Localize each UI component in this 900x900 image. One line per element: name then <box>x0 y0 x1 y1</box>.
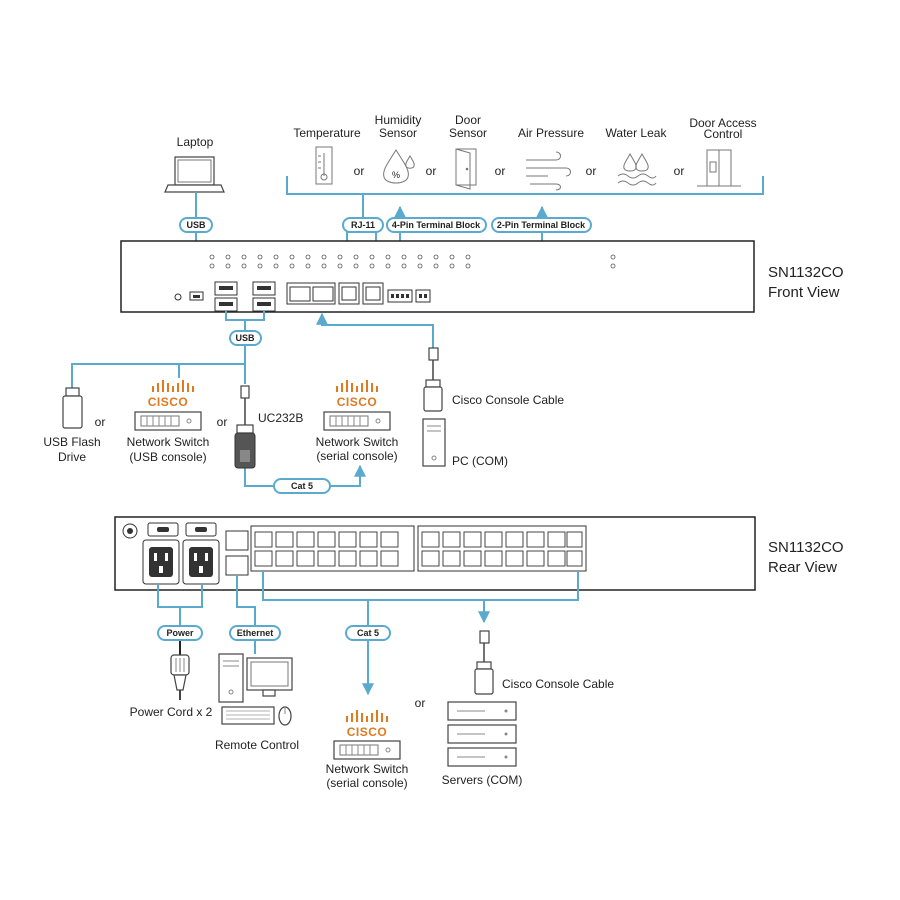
power-cord-icon <box>170 654 190 700</box>
front-bottom-wiring <box>71 311 434 487</box>
thermometer-icon <box>315 146 333 185</box>
power-cord-label: Power Cord x 2 <box>130 705 213 719</box>
pill-cat5-front: Cat 5 <box>273 478 331 494</box>
svg-text:Cat 5: Cat 5 <box>291 481 313 491</box>
cisco-cable-label: Cisco Console Cable <box>452 393 564 407</box>
switch-usb-label-line1: Network Switch <box>127 435 210 449</box>
switch-serial-label-line2: (serial console) <box>316 449 397 463</box>
water-leak-label: Water Leak <box>606 126 668 140</box>
temperature-label: Temperature <box>293 126 361 140</box>
svg-text:2-Pin Terminal Block: 2-Pin Terminal Block <box>497 220 586 230</box>
usb-flash-drive-icon <box>62 387 83 429</box>
uc232b-adapter-icon <box>234 385 256 469</box>
power-led <box>174 293 182 301</box>
pill-4-pin-terminal-block: 4-Pin Terminal Block <box>386 217 487 233</box>
servers-icon <box>447 701 517 767</box>
svg-text:USB: USB <box>235 333 255 343</box>
door-icon <box>455 148 477 190</box>
air-pressure-label: Air Pressure <box>518 126 584 140</box>
rear-cisco-console-cable-icon <box>474 630 494 695</box>
pc-com-label: PC (COM) <box>452 454 508 468</box>
power-inlets <box>142 539 220 585</box>
cisco-logo: CISCO <box>148 380 194 409</box>
laptop-label: Laptop <box>177 135 214 149</box>
humidity-icon: % <box>383 149 415 184</box>
door-label-line2: Sensor <box>449 126 487 140</box>
svg-text:Ethernet: Ethernet <box>237 628 274 638</box>
or-text: or <box>495 164 506 178</box>
rear-view-title-line2: Rear View <box>768 559 837 576</box>
pill-2-pin-terminal-block: 2-Pin Terminal Block <box>491 217 592 233</box>
svg-text:Cat 5: Cat 5 <box>357 628 379 638</box>
pill-usb-top: USB <box>179 217 213 233</box>
pill-rj11: RJ-11 <box>342 217 384 233</box>
remote-control-label: Remote Control <box>215 738 299 752</box>
or-text: or <box>426 164 437 178</box>
pill-cat5-rear: Cat 5 <box>345 625 391 641</box>
network-switch-serial-icon <box>323 411 391 431</box>
rear-switch-label-line2: (serial console) <box>326 776 407 790</box>
svg-text:USB: USB <box>186 220 206 230</box>
humidity-label-line2: Sensor <box>379 126 417 140</box>
power-switches <box>147 522 217 537</box>
svg-text:CISCO: CISCO <box>337 395 378 409</box>
door-label-line1: Door <box>455 113 481 127</box>
cisco-console-cable-icon <box>423 347 443 412</box>
usb-ports <box>214 281 276 312</box>
cisco-logo: CISCO <box>346 710 388 739</box>
door-access-icon <box>697 149 741 187</box>
sensor-or-separators: or or or or or <box>354 164 685 178</box>
svg-text:RJ-11: RJ-11 <box>351 220 375 230</box>
remote-pc-icon <box>218 653 293 726</box>
or-text: or <box>415 696 426 710</box>
serial-port-block-right <box>417 525 587 572</box>
switch-serial-label-line1: Network Switch <box>316 435 399 449</box>
or-text: or <box>586 164 597 178</box>
front-led-grid <box>209 254 616 269</box>
terminal-blocks <box>387 289 431 303</box>
svg-text:%: % <box>392 170 400 180</box>
rear-view-title-line1: SN1132CO <box>768 539 844 556</box>
or-text: or <box>674 164 685 178</box>
rear-unit <box>114 516 756 591</box>
usb-flash-label-line2: Drive <box>58 450 86 464</box>
laptop-icon: Laptop <box>164 135 225 193</box>
pc-tower-icon <box>422 418 446 467</box>
uc232b-label: UC232B <box>258 411 303 425</box>
front-view-title-line1: SN1132CO <box>768 264 844 281</box>
rear-wiring <box>157 571 579 696</box>
or-text: or <box>354 164 365 178</box>
door-access-label-line2: Control <box>704 127 743 141</box>
servers-label: Servers (COM) <box>442 773 523 787</box>
network-switch-usb-icon <box>134 411 202 431</box>
svg-text:4-Pin Terminal Block: 4-Pin Terminal Block <box>392 220 481 230</box>
ethernet-ports <box>225 530 249 576</box>
cisco-logo: CISCO <box>336 380 378 409</box>
or-text: or <box>217 415 228 429</box>
svg-text:Power: Power <box>166 628 194 638</box>
svg-text:CISCO: CISCO <box>347 725 388 739</box>
door-access-label-line1: Door Access <box>689 116 756 130</box>
front-view-title-line2: Front View <box>768 284 840 301</box>
pill-ethernet: Ethernet <box>229 625 281 641</box>
rear-cisco-cable-label: Cisco Console Cable <box>502 677 614 691</box>
network-switch-rear-icon <box>333 740 401 760</box>
air-pressure-icon <box>526 151 571 191</box>
pill-usb-bottom: USB <box>229 330 262 346</box>
svg-text:CISCO: CISCO <box>148 395 189 409</box>
console-rj45-ports <box>286 282 336 305</box>
rear-switch-label-line1: Network Switch <box>326 762 409 776</box>
pill-power: Power <box>157 625 203 641</box>
rj11-ports <box>338 282 384 305</box>
humidity-label-line1: Humidity <box>375 113 422 127</box>
water-leak-icon <box>617 152 657 186</box>
sensor-labels: Temperature Humidity Sensor Door Sensor … <box>293 113 756 141</box>
or-text: or <box>95 415 106 429</box>
usb-flash-label-line1: USB Flash <box>43 435 100 449</box>
serial-port-block-left <box>250 525 415 572</box>
switch-usb-label-line2: (USB console) <box>129 450 206 464</box>
front-unit <box>120 240 755 313</box>
